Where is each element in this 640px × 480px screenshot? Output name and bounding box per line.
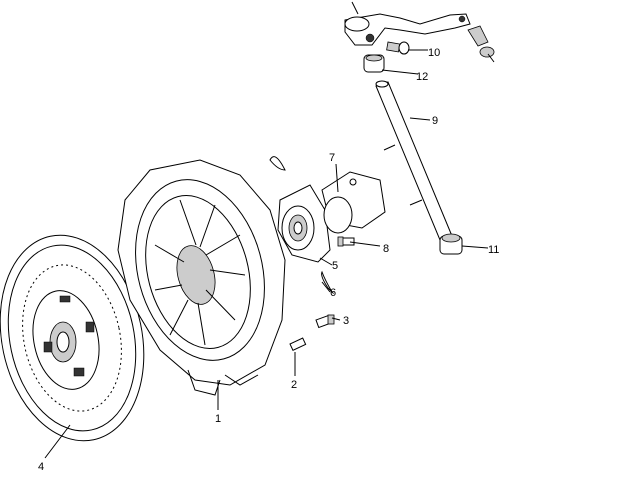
pressure-plate <box>117 159 286 396</box>
part-label-4: 4 <box>38 461 44 473</box>
part-label-9: 9 <box>432 115 438 127</box>
part-label-12: 12 <box>416 71 428 83</box>
bolt-3 <box>315 314 335 329</box>
part-label-3: 3 <box>343 315 349 327</box>
spring-clip-6 <box>321 270 334 294</box>
bushing-11 <box>439 233 463 255</box>
dowel-pin-2 <box>289 337 307 352</box>
part-label-6: 6 <box>330 287 336 299</box>
release-lever <box>344 13 495 58</box>
clutch-disc <box>0 234 145 442</box>
spring-clip-upper <box>269 156 286 171</box>
part-label-5: 5 <box>332 260 338 272</box>
part-label-8: 8 <box>383 243 389 255</box>
release-shaft <box>375 80 453 241</box>
part-label-10: 10 <box>428 47 440 59</box>
bushing-12 <box>363 54 385 73</box>
part-label-1: 1 <box>215 413 221 425</box>
bolt-8 <box>337 236 355 247</box>
part-label-2: 2 <box>291 379 297 391</box>
release-bearing <box>277 184 331 263</box>
leader-lines <box>44 1 495 459</box>
bolt-10 <box>386 41 410 55</box>
guide-tube <box>321 171 386 234</box>
part-label-7: 7 <box>329 152 335 164</box>
part-label-11: 11 <box>488 244 499 256</box>
